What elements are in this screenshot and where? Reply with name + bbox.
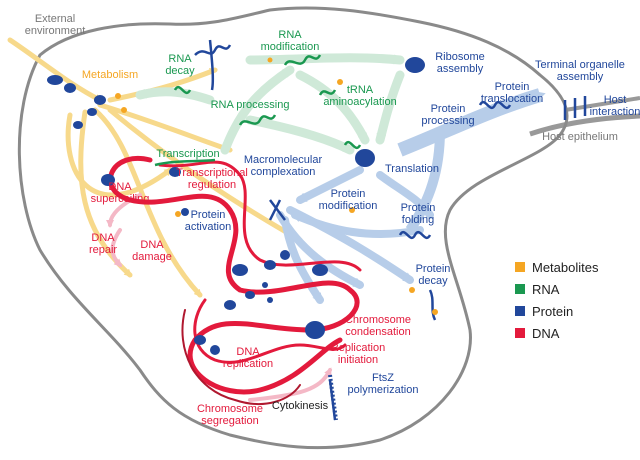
- legend-swatch-protein: [515, 306, 525, 316]
- translocation-arrow: [397, 88, 546, 157]
- label-transcription: Transcription: [156, 148, 219, 160]
- label-host-epithelium: Host epithelium: [542, 131, 618, 143]
- label-rna-processing: RNA processing: [211, 99, 290, 111]
- rna-flux-arrows: [135, 53, 405, 155]
- label-translation: Translation: [385, 163, 439, 175]
- ftsz-ring: [328, 374, 338, 421]
- legend-label-protein: Protein: [532, 304, 573, 319]
- metabolite-dots: [115, 57, 438, 315]
- metabolite-flux-arrows: [7, 37, 303, 298]
- host-membrane-upper: [564, 96, 640, 112]
- folding-arrow: [405, 129, 445, 233]
- dna-flux-arrows: [106, 193, 332, 402]
- label-cytokinesis: Cytokinesis: [272, 400, 329, 412]
- legend-label-dna: DNA: [532, 326, 560, 341]
- legend-label-rna: RNA: [532, 282, 560, 297]
- protein-molecules: [47, 57, 425, 355]
- rna-molecules: [154, 54, 362, 167]
- dna-strands: [107, 155, 362, 405]
- host-epithelium-membrane: [529, 113, 640, 137]
- legend-label-metabolites: Metabolites: [532, 260, 599, 275]
- protein-coils: [194, 39, 587, 421]
- label-metabolism: Metabolism: [82, 69, 138, 81]
- cell-membrane: [17, 6, 569, 450]
- legend-swatch-metabolites: [515, 262, 525, 272]
- legend-swatch-dna: [515, 328, 525, 338]
- legend-swatch-rna: [515, 284, 525, 294]
